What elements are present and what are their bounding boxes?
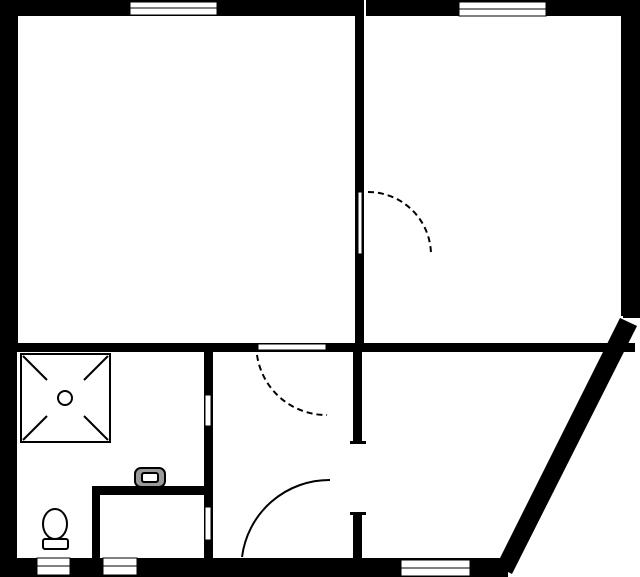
sink-icon: [134, 467, 166, 488]
toilet-icon: [42, 508, 69, 550]
door-leaf: [357, 191, 363, 255]
shower-icon: [20, 353, 111, 443]
window-icon: [458, 1, 547, 17]
wall-left: [0, 0, 17, 577]
door-swings: [241, 191, 432, 558]
wall-hall-lower: [353, 514, 362, 560]
inner-line-bedroom-left: [16, 16, 18, 344]
door-swing-icon: [256, 354, 328, 417]
inner-line-right: [621, 16, 623, 316]
window-icon: [36, 557, 71, 576]
window-icon: [400, 559, 471, 577]
wall-bedroom-divider: [355, 0, 364, 352]
wall-diagonal: [496, 318, 637, 574]
window-icon: [102, 557, 138, 576]
interior-walls: [0, 0, 635, 560]
wall-hall-lower-cap: [350, 512, 366, 515]
door-swing-icon: [241, 478, 331, 558]
wall-bathroom-right: [204, 350, 213, 560]
window-icon: [257, 343, 327, 351]
window-icon: [129, 1, 218, 16]
door-swing-icon: [367, 191, 432, 256]
wall-wc-top: [92, 486, 212, 495]
wall-hall-upper-cap: [350, 441, 366, 444]
window-icon: [204, 506, 212, 541]
wall-hall-upper: [353, 350, 362, 443]
wall-right: [623, 0, 640, 318]
windows: [36, 1, 547, 577]
wall-wc-left: [92, 486, 100, 560]
window-icon: [204, 394, 212, 427]
